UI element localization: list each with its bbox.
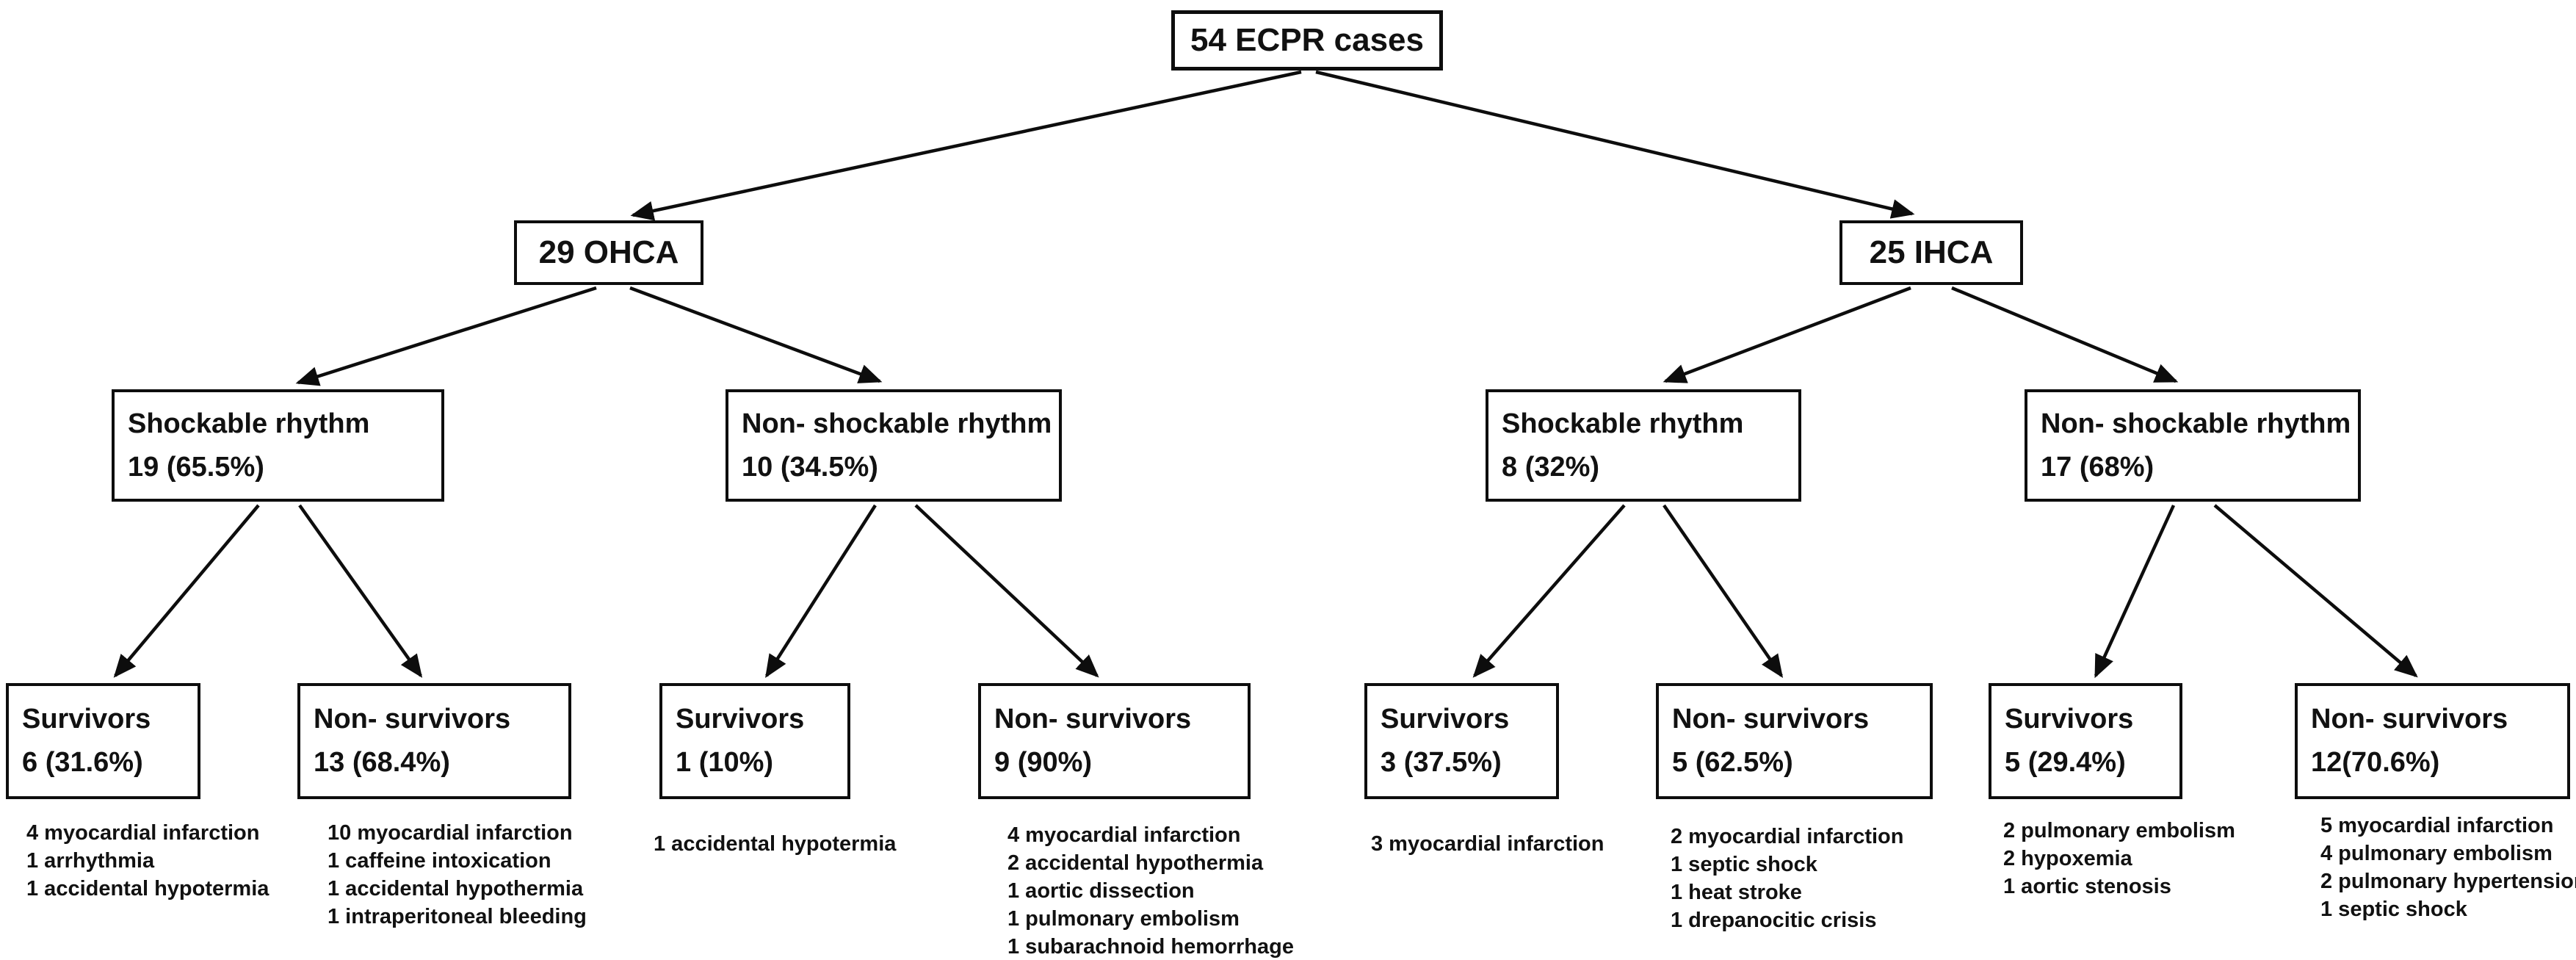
cause-list-2: 10 myocardial infarction 1 caffeine intox… <box>328 819 587 931</box>
outcome-count: 9 (90%) <box>994 747 1093 778</box>
cause-item: 1 septic shock <box>2320 898 2467 921</box>
cause-item: 4 myocardial infarction <box>26 821 260 845</box>
outcome-name: Non- survivors <box>314 704 511 735</box>
cause-item: 10 myocardial infarction <box>328 821 573 845</box>
outcome-name: Survivors <box>676 704 805 735</box>
rhythm-count: 10 (34.5%) <box>742 451 878 483</box>
rhythm-box-ihca-nonshockable: Non- shockable rhythm 17 (68%) <box>2025 389 2361 502</box>
cause-item: 1 septic shock <box>1671 853 1817 876</box>
outcome-box-2-nonsurvivors: Non- survivors 13 (68.4%) <box>297 683 571 799</box>
outcome-box-8-nonsurvivors: Non- survivors 12(70.6%) <box>2295 683 2570 799</box>
rhythm-box-ohca-nonshockable: Non- shockable rhythm 10 (34.5%) <box>726 389 1062 502</box>
cause-item: 1 pulmonary embolism <box>1007 907 1240 931</box>
outcome-box-7-survivors: Survivors 5 (29.4%) <box>1989 683 2182 799</box>
cause-list-8: 5 myocardial infarction 4 pulmonary embol… <box>2320 812 2576 923</box>
cohort-box-ohca: 29 OHCA <box>514 220 703 285</box>
outcome-box-1-survivors: Survivors 6 (31.6%) <box>6 683 200 799</box>
outcome-count: 6 (31.6%) <box>22 747 143 778</box>
cause-item: 4 pulmonary embolism <box>2320 842 2553 865</box>
cause-item: 1 heat stroke <box>1671 881 1802 904</box>
outcome-count: 5 (29.4%) <box>2005 747 2126 778</box>
cause-item: 1 accidental hypotermia <box>26 877 269 901</box>
outcome-box-4-nonsurvivors: Non- survivors 9 (90%) <box>978 683 1251 799</box>
outcome-count: 3 (37.5%) <box>1381 747 1502 778</box>
cause-item: 2 hypoxemia <box>2003 847 2132 870</box>
outcome-name: Survivors <box>2005 704 2134 735</box>
outcome-box-6-nonsurvivors: Non- survivors 5 (62.5%) <box>1656 683 1933 799</box>
cause-item: 2 pulmonary hypertension <box>2320 870 2576 893</box>
rhythm-name: Non- shockable rhythm <box>2041 408 2351 439</box>
outcome-name: Non- survivors <box>2311 704 2508 735</box>
outcome-name: Non- survivors <box>994 704 1192 735</box>
rhythm-box-ohca-shockable: Shockable rhythm 19 (65.5%) <box>112 389 444 502</box>
cause-list-7: 2 pulmonary embolism 2 hypoxemia 1 aortic … <box>2003 817 2235 901</box>
outcome-name: Non- survivors <box>1672 704 1870 735</box>
cause-list-1: 4 myocardial infarction 1 arrhythmia 1 acc… <box>26 819 269 903</box>
cause-item: 1 drepanocitic crisis <box>1671 909 1877 932</box>
cause-list-4: 4 myocardial infarction 2 accidental hypo… <box>1007 821 1294 960</box>
rhythm-count: 8 (32%) <box>1502 451 1600 483</box>
cause-list-3: 1 accidental hypotermia <box>654 830 896 858</box>
cause-list-6: 2 myocardial infarction 1 septic shock 1 h… <box>1671 823 1904 934</box>
cause-item: 1 aortic stenosis <box>2003 875 2171 898</box>
outcome-count: 1 (10%) <box>676 747 774 778</box>
root-label: 54 ECPR cases <box>1190 22 1424 58</box>
rhythm-box-ihca-shockable: Shockable rhythm 8 (32%) <box>1486 389 1801 502</box>
cause-item: 3 myocardial infarction <box>1371 832 1604 856</box>
cause-item: 5 myocardial infarction <box>2320 814 2554 837</box>
root-box: 54 ECPR cases <box>1171 10 1443 71</box>
cohort-box-ihca: 25 IHCA <box>1839 220 2023 285</box>
cause-item: 1 accidental hypothermia <box>328 877 584 901</box>
cohort-label: 25 IHCA <box>1869 234 1994 270</box>
cause-item: 1 caffeine intoxication <box>328 849 551 873</box>
cause-item: 1 arrhythmia <box>26 849 155 873</box>
cause-item: 2 accidental hypothermia <box>1007 851 1264 875</box>
cause-item: 4 myocardial infarction <box>1007 823 1241 847</box>
outcome-box-5-survivors: Survivors 3 (37.5%) <box>1364 683 1559 799</box>
rhythm-name: Non- shockable rhythm <box>742 408 1052 439</box>
cohort-label: 29 OHCA <box>538 234 679 270</box>
outcome-name: Survivors <box>22 704 151 735</box>
cause-item: 1 subarachnoid hemorrhage <box>1007 935 1294 959</box>
cause-item: 2 pulmonary embolism <box>2003 819 2235 842</box>
cause-item: 1 aortic dissection <box>1007 879 1195 903</box>
outcome-count: 13 (68.4%) <box>314 747 450 778</box>
rhythm-count: 19 (65.5%) <box>128 451 264 483</box>
outcome-count: 12(70.6%) <box>2311 747 2440 778</box>
cause-item: 1 intraperitoneal bleeding <box>328 905 587 928</box>
outcome-count: 5 (62.5%) <box>1672 747 1793 778</box>
outcome-name: Survivors <box>1381 704 1510 735</box>
cause-item: 1 accidental hypotermia <box>654 832 897 856</box>
cause-list-5: 3 myocardial infarction <box>1371 830 1604 858</box>
rhythm-count: 17 (68%) <box>2041 451 2154 483</box>
cause-item: 2 myocardial infarction <box>1671 825 1904 848</box>
rhythm-name: Shockable rhythm <box>1502 408 1744 439</box>
outcome-box-3-survivors: Survivors 1 (10%) <box>659 683 850 799</box>
rhythm-name: Shockable rhythm <box>128 408 370 439</box>
